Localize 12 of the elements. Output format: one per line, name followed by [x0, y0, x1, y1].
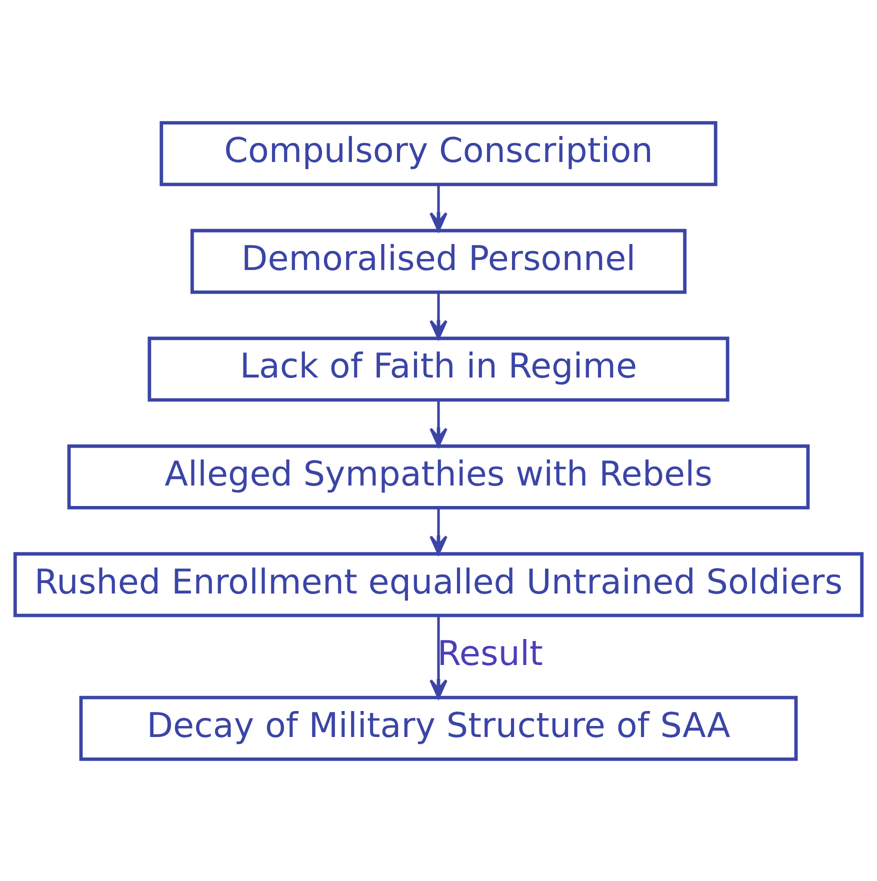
arrow — [430, 616, 448, 698]
arrow — [430, 508, 448, 554]
node-box: Rushed Enrollment equalled Untrained Soldiers — [13, 552, 864, 617]
node-box: Demoralised Personnel — [190, 228, 687, 294]
arrow — [430, 184, 448, 232]
node-box: Alleged Sympathies with Rebels — [67, 444, 810, 509]
node-box: Decay of Military Structure of SAA — [79, 695, 798, 760]
arrow — [430, 400, 448, 447]
node-box: Compulsory Conscription — [160, 120, 718, 186]
edge-label: Result — [437, 634, 543, 674]
arrow — [430, 292, 448, 339]
node-box: Lack of Faith in Regime — [148, 336, 730, 402]
